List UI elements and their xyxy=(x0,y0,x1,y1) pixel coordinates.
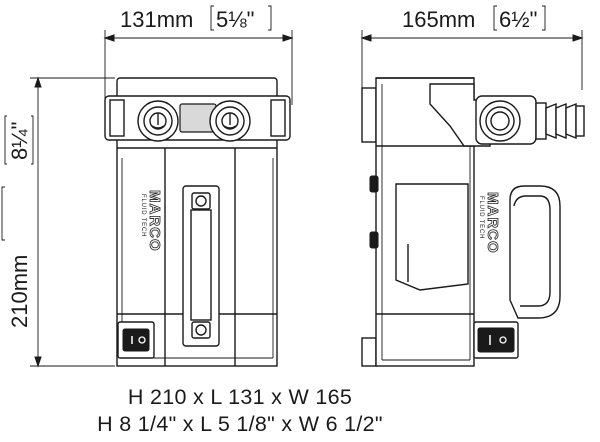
front-width-dimension: 131mm 5⅛" xyxy=(103,5,294,105)
svg-text:FLUID TECH: FLUID TECH xyxy=(478,196,484,239)
marco-logo: MARCO FLUID TECH xyxy=(140,190,163,252)
side-width-dimension: 165mm 6½" xyxy=(360,5,584,90)
power-switch-icon xyxy=(473,321,519,359)
height-dimension: 210mm 8¼" xyxy=(1,76,115,368)
hose-barb-icon xyxy=(535,102,585,140)
side-view: MARCO FLUID TECH xyxy=(361,77,585,367)
side-width-imperial: 6½" xyxy=(499,7,537,32)
front-width-metric: 131mm xyxy=(120,7,193,32)
power-switch-icon xyxy=(117,321,155,359)
front-view: MARCO FLUID TECH xyxy=(104,77,291,367)
svg-text:MARCO: MARCO xyxy=(484,192,501,254)
height-imperial: 8¼" xyxy=(7,122,32,160)
side-width-metric: 165mm xyxy=(402,7,475,32)
screw-icon xyxy=(191,321,211,339)
height-metric: 210mm xyxy=(7,255,32,328)
front-width-imperial: 5⅛" xyxy=(216,7,254,32)
outlet-port-icon xyxy=(209,100,251,142)
inlet-port-icon xyxy=(137,100,179,142)
caption-imperial: H 8 1/4" x L 5 1/8" x W 6 1/2" xyxy=(97,412,383,436)
svg-text:FLUID TECH: FLUID TECH xyxy=(140,194,146,237)
screw-icon xyxy=(191,192,211,210)
carry-handle-icon xyxy=(509,185,561,319)
svg-text:MARCO: MARCO xyxy=(146,190,163,252)
marco-logo: MARCO FLUID TECH xyxy=(478,192,501,254)
caption-metric: H 210 x L 131 x W 165 xyxy=(127,385,353,409)
